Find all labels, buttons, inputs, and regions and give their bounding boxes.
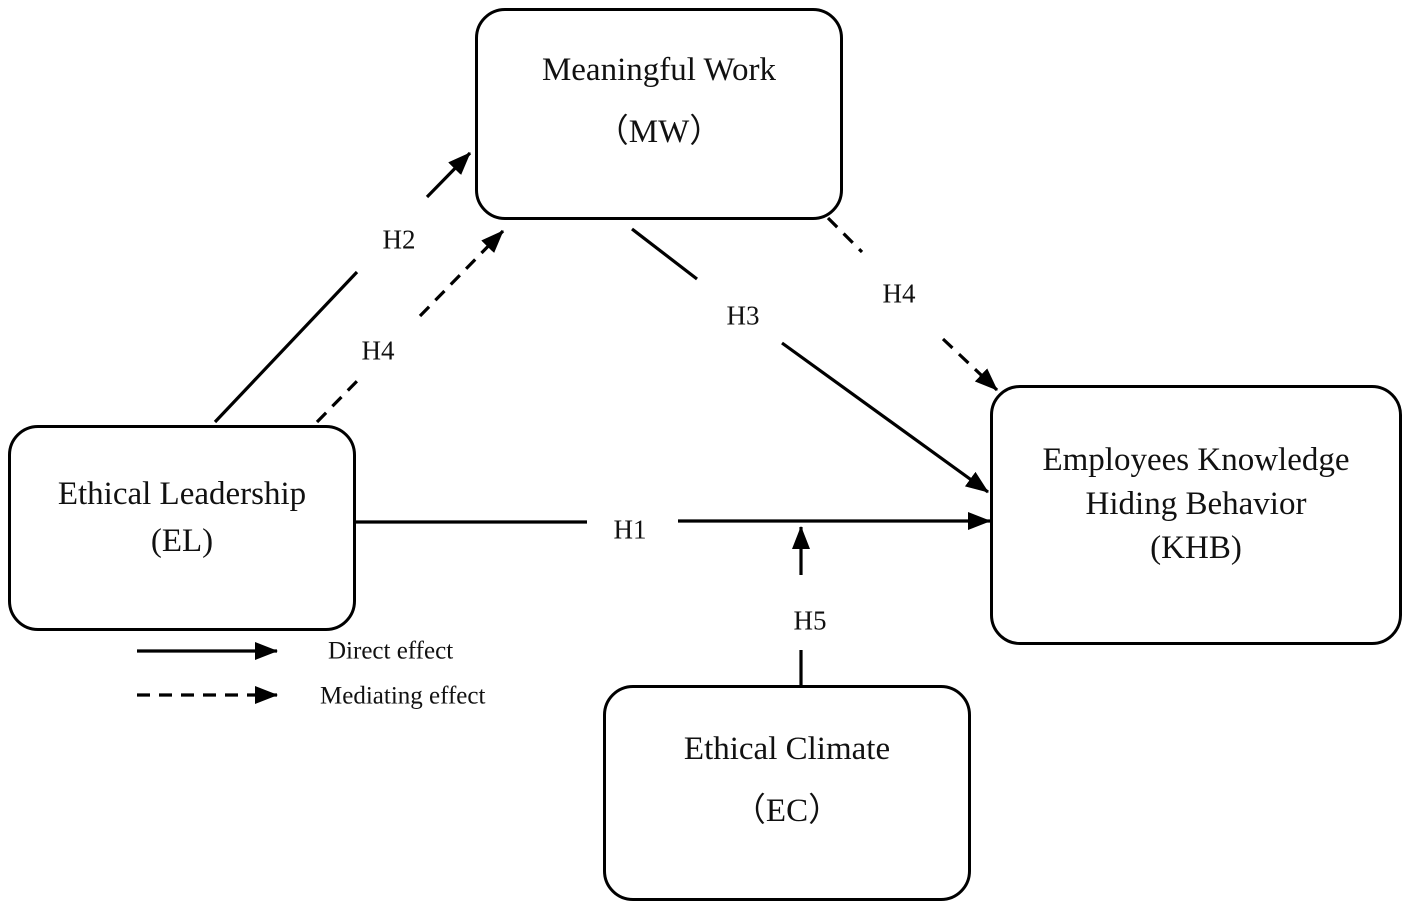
node-khb-line1: Employees Knowledge xyxy=(1042,442,1350,478)
label-h4-el-mw: H4 xyxy=(361,335,395,366)
node-ethical-climate: Ethical Climate （EC） xyxy=(603,685,971,901)
legend-mediating-effect-label: Mediating effect xyxy=(320,682,486,710)
node-ethical-climate-title: Ethical Climate xyxy=(683,731,891,767)
node-ethical-leadership-title: Ethical Leadership xyxy=(57,476,307,512)
node-khb-abbr: (KHB) xyxy=(1150,530,1242,566)
label-h2: H2 xyxy=(382,224,416,255)
node-knowledge-hiding-behavior: Employees Knowledge Hiding Behavior (KHB… xyxy=(990,385,1402,645)
node-meaningful-work: Meaningful Work （MW） xyxy=(475,8,843,220)
node-khb-line2: Hiding Behavior xyxy=(1085,486,1307,522)
h1-direct-arrow xyxy=(355,512,991,530)
label-h4-mw-khb: H4 xyxy=(882,278,916,309)
node-ethical-leadership-abbr: (EL) xyxy=(150,523,214,559)
node-ethical-climate-abbr: （EC） xyxy=(732,793,842,829)
node-meaningful-work-abbr: （MW） xyxy=(595,114,723,150)
h4-mw-khb-mediating-arrow xyxy=(826,216,999,392)
label-h1: H1 xyxy=(613,514,647,545)
h3-direct-arrow xyxy=(631,227,989,494)
h4-el-mw-mediating-arrow xyxy=(315,229,505,424)
label-h3: H3 xyxy=(726,300,760,331)
label-h5: H5 xyxy=(793,605,827,636)
h2-direct-arrow xyxy=(213,151,472,424)
node-ethical-leadership: Ethical Leadership (EL) xyxy=(8,425,356,631)
node-meaningful-work-title: Meaningful Work xyxy=(541,52,777,88)
legend-direct-effect-label: Direct effect xyxy=(328,637,454,665)
